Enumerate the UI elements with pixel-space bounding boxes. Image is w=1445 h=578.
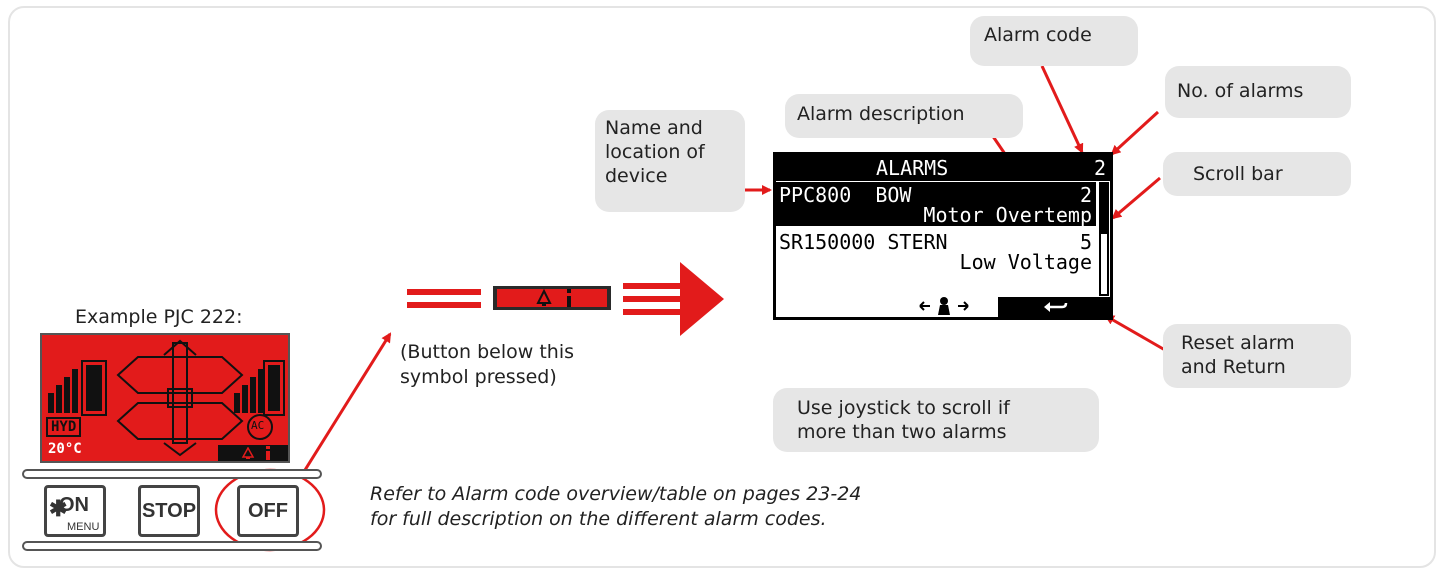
arrow-off-button	[303, 332, 392, 471]
arrow-scroll-bar	[1111, 176, 1161, 220]
alarm-info-softkey[interactable]	[218, 445, 288, 461]
return-softkey[interactable]	[998, 297, 1110, 317]
lcd-alarm-description: Low Voltage	[959, 250, 1092, 274]
return-arrow-icon	[1044, 302, 1068, 312]
lcd-scroll-thumb[interactable]	[1101, 184, 1107, 234]
on-menu-button[interactable]: ✱ ON MENU	[44, 485, 106, 537]
lcd-alarm-device: SR150000 STERN	[779, 230, 948, 254]
lcd-alarm-row[interactable]: SR150000 STERN 5 Low Voltage	[776, 229, 1096, 273]
panel-rail-top	[22, 469, 322, 479]
big-red-arrow	[623, 283, 683, 289]
lcd-alarm-device: PPC800 BOW	[779, 183, 912, 207]
double-line-left	[407, 289, 481, 295]
arrow-reset-alarm	[1104, 314, 1166, 352]
lcd-alarm-row-selected[interactable]: PPC800 BOW 2 Motor Overtemp	[776, 182, 1096, 226]
info-icon	[266, 446, 270, 460]
hyd-label: HYD	[46, 417, 82, 437]
alarm-symbol-key-red	[497, 289, 607, 307]
off-button[interactable]: OFF	[237, 485, 299, 537]
lcd-alarm-code: 2	[1079, 183, 1092, 207]
lcd-title: ALARMS	[876, 156, 949, 180]
lcd-title-bar: ALARMS 2	[776, 155, 1110, 181]
bell-icon	[536, 289, 552, 306]
arrow-no-of-alarms	[1110, 110, 1160, 156]
figure-frame	[8, 6, 1436, 568]
lcd-alarm-count: 2	[1093, 156, 1106, 180]
callout-alarm-code: Alarm code	[970, 16, 1138, 66]
stop-button[interactable]: STOP	[138, 485, 200, 537]
ac-motor-label: AC	[251, 419, 265, 432]
example-label: Example PJC 222:	[75, 306, 243, 328]
button-note: (Button below this symbol pressed)	[400, 341, 574, 388]
info-icon	[567, 289, 571, 307]
callout-no-of-alarms: No. of alarms	[1165, 66, 1351, 118]
joystick-icon	[919, 297, 969, 315]
alarm-symbol-key	[493, 286, 611, 310]
callout-joystick: Use joystick to scroll if more than two …	[773, 388, 1099, 452]
pjc-222-screen: HYD 20°C AC	[40, 333, 290, 463]
thruster-diagram	[48, 339, 285, 457]
refer-note: Refer to Alarm code overview/table on pa…	[370, 483, 862, 530]
callout-reset-alarm: Reset alarm and Return	[1163, 324, 1351, 388]
lcd-scroll-bar[interactable]	[1099, 182, 1109, 296]
panel-rail-bottom	[22, 541, 322, 551]
lcd-alarm-code: 5	[1079, 230, 1092, 254]
temperature-readout: 20°C	[48, 441, 82, 457]
arrow-alarm-code	[1040, 65, 1084, 154]
snowflake-icon: ✱	[49, 496, 68, 521]
bell-icon	[241, 447, 255, 459]
callout-name-location: Name and location of device	[595, 110, 745, 212]
callout-alarm-description: Alarm description	[785, 94, 1023, 138]
alarm-lcd-display: ALARMS 2 PPC800 BOW 2 Motor Overtemp SR1…	[773, 152, 1113, 320]
callout-scroll-bar: Scroll bar	[1163, 152, 1351, 196]
lcd-alarm-description: Motor Overtemp	[923, 203, 1092, 227]
